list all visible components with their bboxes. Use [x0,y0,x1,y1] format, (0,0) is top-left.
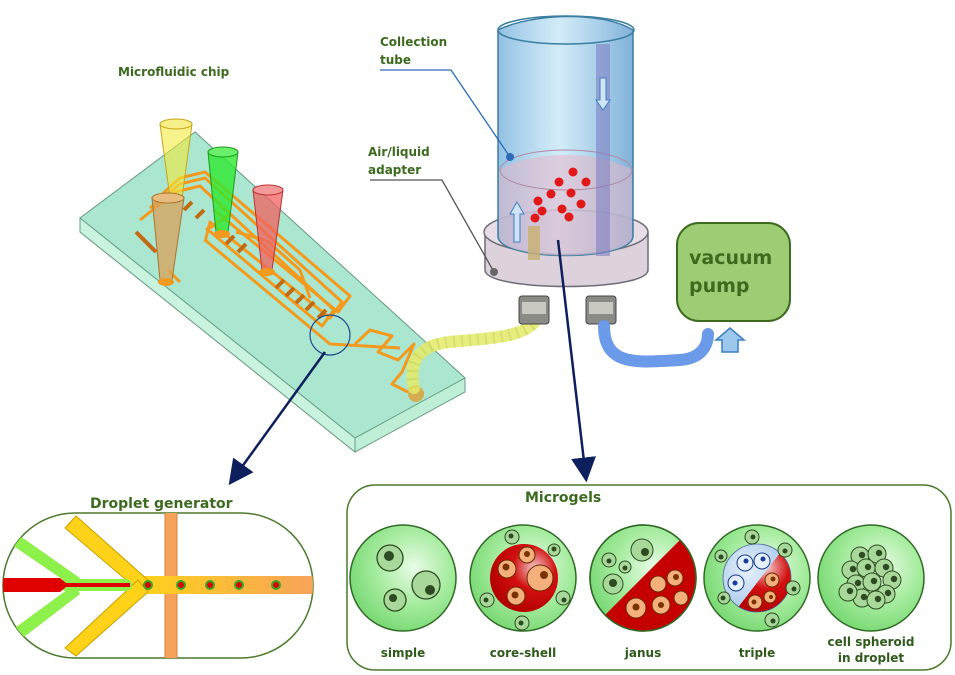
inlet-yellow [159,118,193,199]
vacuum-hose [598,320,714,368]
droplet-generator-title: Droplet generator [90,496,233,512]
red-core-channel [3,578,130,592]
inlet-brown [151,192,185,286]
microgels-panel: Microgels simple [346,484,952,671]
adapter-leader [370,179,495,273]
core-cells [497,546,554,606]
microgels-title: Microgels [525,490,601,506]
droplet [205,580,215,590]
arrow-to-droplet-generator [228,351,327,486]
red-cells [747,572,780,610]
label-vacuum: vacuum [689,247,772,269]
outlet-channel [140,576,313,594]
green-half-cells [601,538,654,595]
green-arm-top [12,536,80,588]
spheroid-cell-nucleus [860,593,868,601]
spheroid-cell-nucleus [858,551,866,559]
spheroid-cell-nucleus [890,575,898,583]
spheroid-cell-nucleus [875,549,883,557]
droplet [176,580,186,590]
chip-constrictions [134,200,328,320]
spheroid-cell-nucleus [882,563,890,571]
label-air-liquid-1: Air/liquid [368,145,430,159]
microgel-core-shell: core-shell [469,524,577,660]
cells [376,544,441,612]
spheroid-cells [838,544,902,610]
microgel-label: triple [739,646,776,660]
droplet [234,580,244,590]
shell-cells [479,529,571,631]
arrow-to-microgels [556,239,596,483]
droplet-train [143,580,281,590]
microgel-label: janus [624,646,661,660]
spheroid-cell-nucleus [870,577,878,585]
spheroid-cell-nucleus [849,565,857,573]
collection-tube-leader [380,69,511,158]
spheroid-cell-nucleus [846,587,854,595]
inlet-red [252,184,284,276]
spheroid-cell-nucleus [884,589,892,597]
shell-cells [714,529,801,628]
yellow-arm-bottom [64,579,149,657]
label-collection-tube-1: Collection [380,35,447,49]
collected-microgels [530,167,591,223]
flow-down-arrow [595,77,611,111]
label-air-liquid-2: adapter [368,163,421,177]
microfluidic-chip [79,118,541,454]
flow-up-arrow [509,201,525,243]
droplet [271,580,281,590]
microgel-label: simple [381,646,426,660]
inner-outlet-pipe [596,44,610,256]
microgel-triple: triple [703,524,811,660]
microgel-label: core-shell [490,646,556,660]
collection-tube-leader-dot [506,153,514,161]
droplet-generator-zoom-circle [309,314,351,356]
inlet-green [207,146,239,238]
microgel-label-line1: cell spheroid [828,635,915,649]
red-half-cells [625,569,689,619]
spheroid-cell-nucleus [854,579,862,587]
adapter-leader-dot [490,268,498,276]
droplet [143,580,153,590]
microgel-cell-spheroid: cell spheroid in droplet [817,524,925,665]
spheroid-cell-nucleus [864,563,872,571]
label-collection-tube-2: tube [380,53,411,67]
label-microfluidic-chip: Microfluidic chip [118,65,230,79]
microgel-label-line2: in droplet [838,651,904,665]
label-pump: pump [689,275,750,297]
pump-intake-arrow [713,327,747,353]
spheroid-cell-nucleus [874,595,882,603]
microgel-simple: simple [349,524,457,660]
microgel-janus: janus [589,524,697,660]
collection-tube-assembly [483,15,714,368]
green-arm-bottom [12,584,80,640]
connector-left [518,295,550,325]
blue-cells [727,552,771,592]
outlet-tubing [406,316,541,394]
inner-inlet-pipe [528,226,540,260]
connector-right [585,295,617,325]
chip-slab-front [79,216,356,454]
droplet-generator-panel: Droplet generator [2,496,314,659]
vacuum-pump: vacuum pump [676,222,791,353]
